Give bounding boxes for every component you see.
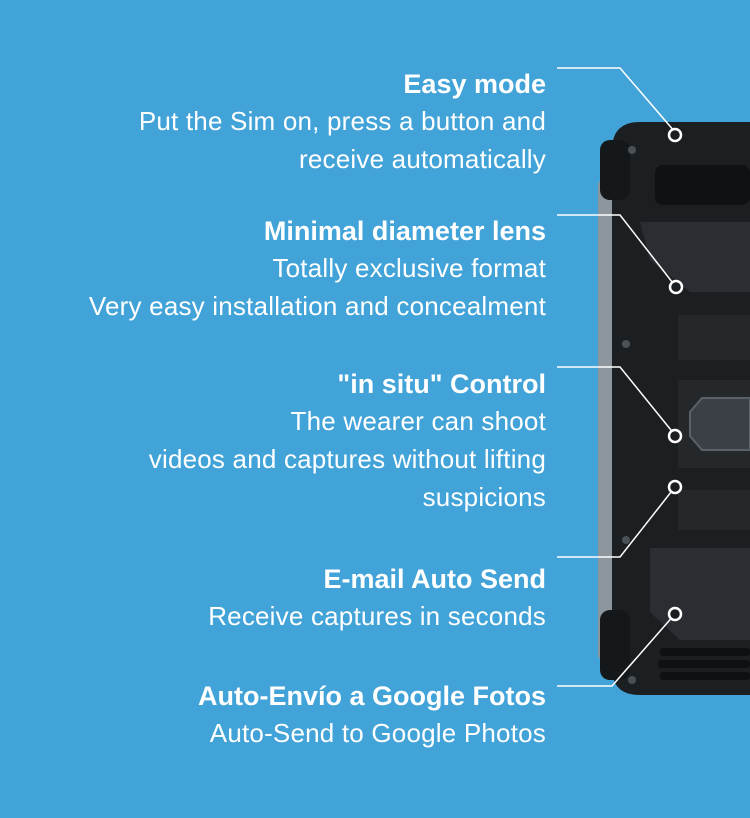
callout-lines — [557, 67, 677, 687]
panel-1 — [678, 315, 750, 360]
feature-title: Auto-Envío a Google Fotos — [198, 681, 546, 711]
speaker-slot — [655, 165, 750, 205]
feature-desc-line: Totally exclusive format — [272, 253, 546, 283]
phone-bottom-bumper — [600, 610, 630, 680]
feature-title: Easy mode — [403, 69, 546, 99]
feature-minimal-lens: Minimal diameter lens Totally exclusive … — [89, 213, 546, 325]
feature-desc-line: The wearer can shoot — [290, 406, 546, 436]
bottom-grille — [658, 648, 750, 680]
feature-easy-mode: Easy mode Put the Sim on, press a button… — [139, 66, 546, 178]
panel-3 — [678, 490, 750, 530]
feature-desc-line: suspicions — [422, 482, 546, 512]
feature-desc-line: videos and captures without lifting — [148, 444, 546, 474]
phone-top-bumper — [600, 140, 630, 200]
feature-desc-line: Very easy installation and concealment — [88, 291, 546, 321]
feature-desc-line: receive automatically — [299, 144, 546, 174]
feature-title: "in situ" Control — [337, 369, 546, 399]
camera-panel — [640, 222, 750, 292]
control-pad — [689, 397, 750, 451]
screw-icons — [622, 146, 636, 684]
feature-in-situ-control: "in situ" Control The wearer can shoot v… — [149, 366, 546, 516]
feature-title: Minimal diameter lens — [263, 216, 546, 246]
feature-desc-line: Put the Sim on, press a button and — [138, 106, 546, 136]
feature-desc-line: Receive captures in seconds — [208, 601, 546, 631]
phone-side-edge — [598, 180, 612, 660]
feature-email-auto-send: E-mail Auto Send Receive captures in sec… — [208, 561, 546, 635]
feature-title: E-mail Auto Send — [323, 564, 546, 594]
callout-dot-icon — [667, 127, 684, 622]
feature-google-photos: Auto-Envío a Google Fotos Auto-Send to G… — [198, 678, 546, 752]
feature-desc-line: Auto-Send to Google Photos — [209, 718, 546, 748]
